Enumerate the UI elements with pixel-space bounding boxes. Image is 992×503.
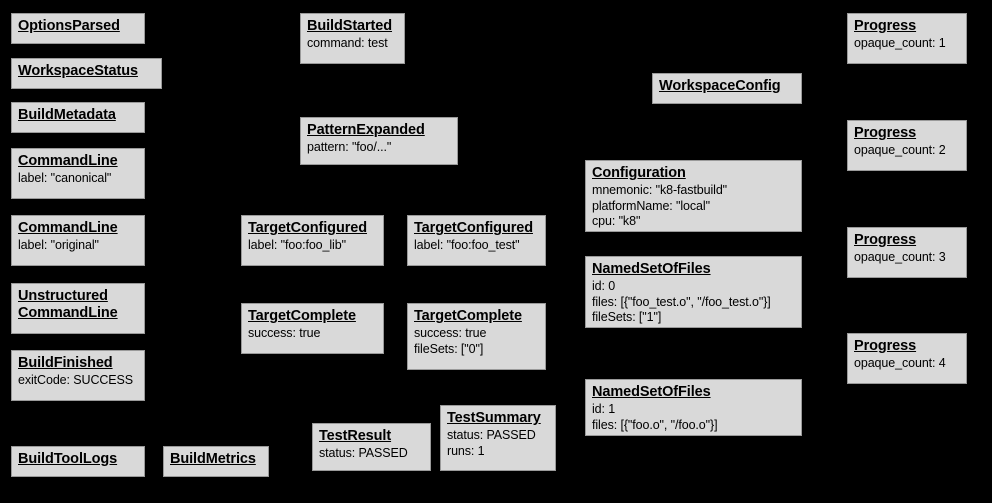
- event-node-title: Unstructured CommandLine: [18, 288, 118, 321]
- event-node-test-summary[interactable]: TestSummary status: PASSED runs: 1: [440, 405, 556, 471]
- event-node-title: Configuration: [592, 165, 686, 181]
- event-node-fields: opaque_count: 3: [854, 250, 946, 264]
- event-node-fields: pattern: "foo/...": [307, 140, 392, 154]
- event-node-command-line-original[interactable]: CommandLine label: "original": [11, 215, 145, 266]
- event-node-build-started[interactable]: BuildStarted command: test: [300, 13, 405, 64]
- event-node-unstructured-command-line[interactable]: Unstructured CommandLine: [11, 283, 145, 334]
- event-node-fields: exitCode: SUCCESS: [18, 373, 134, 387]
- event-node-progress-3[interactable]: Progress opaque_count: 3: [847, 227, 967, 278]
- event-node-title: NamedSetOfFiles: [592, 384, 711, 400]
- event-node-title: TargetConfigured: [414, 220, 533, 236]
- event-node-title: BuildToolLogs: [18, 451, 118, 467]
- event-node-named-set-of-files-1[interactable]: NamedSetOfFiles id: 1 files: [{"foo.o", "…: [585, 379, 802, 436]
- event-node-configuration[interactable]: Configuration mnemonic: "k8-fastbuild" pl…: [585, 160, 802, 232]
- event-node-title: WorkspaceConfig: [659, 78, 781, 94]
- event-node-named-set-of-files-0[interactable]: NamedSetOfFiles id: 0 files: [{"foo_test.…: [585, 256, 802, 328]
- event-node-command-line-canonical[interactable]: CommandLine label: "canonical": [11, 148, 145, 199]
- event-node-title: Progress: [854, 232, 917, 248]
- event-node-title: PatternExpanded: [307, 122, 425, 138]
- event-node-title: Progress: [854, 338, 917, 354]
- event-node-target-configured-foo-test[interactable]: TargetConfigured label: "foo:foo_test": [407, 215, 546, 266]
- event-node-build-finished[interactable]: BuildFinished exitCode: SUCCESS: [11, 350, 145, 401]
- event-node-pattern-expanded[interactable]: PatternExpanded pattern: "foo/...": [300, 117, 458, 165]
- event-node-fields: opaque_count: 4: [854, 356, 946, 370]
- event-node-fields: label: "canonical": [18, 171, 112, 185]
- event-node-title: NamedSetOfFiles: [592, 261, 711, 277]
- event-node-options-parsed[interactable]: OptionsParsed: [11, 13, 145, 44]
- event-node-fields: status: PASSED: [319, 446, 408, 460]
- event-node-title: WorkspaceStatus: [18, 63, 138, 79]
- event-node-test-result[interactable]: TestResult status: PASSED: [312, 423, 431, 471]
- event-node-target-complete-lib[interactable]: TargetComplete success: true: [241, 303, 384, 354]
- event-node-title: TestResult: [319, 428, 392, 444]
- event-node-build-metadata[interactable]: BuildMetadata: [11, 102, 145, 133]
- event-node-progress-4[interactable]: Progress opaque_count: 4: [847, 333, 967, 384]
- event-node-fields: mnemonic: "k8-fastbuild" platformName: "…: [592, 183, 728, 228]
- event-node-fields: id: 0 files: [{"foo_test.o", "/foo_test.…: [592, 279, 771, 324]
- event-node-title: CommandLine: [18, 153, 118, 169]
- event-node-target-configured-foo-lib[interactable]: TargetConfigured label: "foo:foo_lib": [241, 215, 384, 266]
- event-node-fields: success: true fileSets: ["0"]: [414, 326, 487, 356]
- event-node-workspace-config[interactable]: WorkspaceConfig: [652, 73, 802, 104]
- event-node-fields: status: PASSED runs: 1: [447, 428, 536, 458]
- event-node-title: Progress: [854, 125, 917, 141]
- event-node-title: TestSummary: [447, 410, 541, 426]
- event-node-fields: label: "original": [18, 238, 99, 252]
- event-node-title: Progress: [854, 18, 917, 34]
- event-node-title: OptionsParsed: [18, 18, 120, 34]
- event-node-progress-1[interactable]: Progress opaque_count: 1: [847, 13, 967, 64]
- event-node-title: BuildStarted: [307, 18, 393, 34]
- event-node-title: TargetComplete: [414, 308, 522, 324]
- event-node-workspace-status[interactable]: WorkspaceStatus: [11, 58, 162, 89]
- event-node-build-metrics[interactable]: BuildMetrics: [163, 446, 269, 477]
- event-node-fields: success: true: [248, 326, 321, 340]
- event-node-fields: opaque_count: 2: [854, 143, 946, 157]
- event-node-fields: label: "foo:foo_lib": [248, 238, 346, 252]
- event-node-fields: label: "foo:foo_test": [414, 238, 520, 252]
- event-node-build-tool-logs[interactable]: BuildToolLogs: [11, 446, 145, 477]
- event-node-title: TargetConfigured: [248, 220, 367, 236]
- event-node-title: TargetComplete: [248, 308, 356, 324]
- event-node-progress-2[interactable]: Progress opaque_count: 2: [847, 120, 967, 171]
- event-node-fields: command: test: [307, 36, 388, 50]
- event-node-title: BuildMetrics: [170, 451, 256, 467]
- event-node-fields: id: 1 files: [{"foo.o", "/foo.o"}]: [592, 402, 718, 432]
- event-node-fields: opaque_count: 1: [854, 36, 946, 50]
- event-node-title: CommandLine: [18, 220, 118, 236]
- event-node-title: BuildMetadata: [18, 107, 116, 123]
- event-node-title: BuildFinished: [18, 355, 113, 371]
- event-node-target-complete-test[interactable]: TargetComplete success: true fileSets: ["…: [407, 303, 546, 370]
